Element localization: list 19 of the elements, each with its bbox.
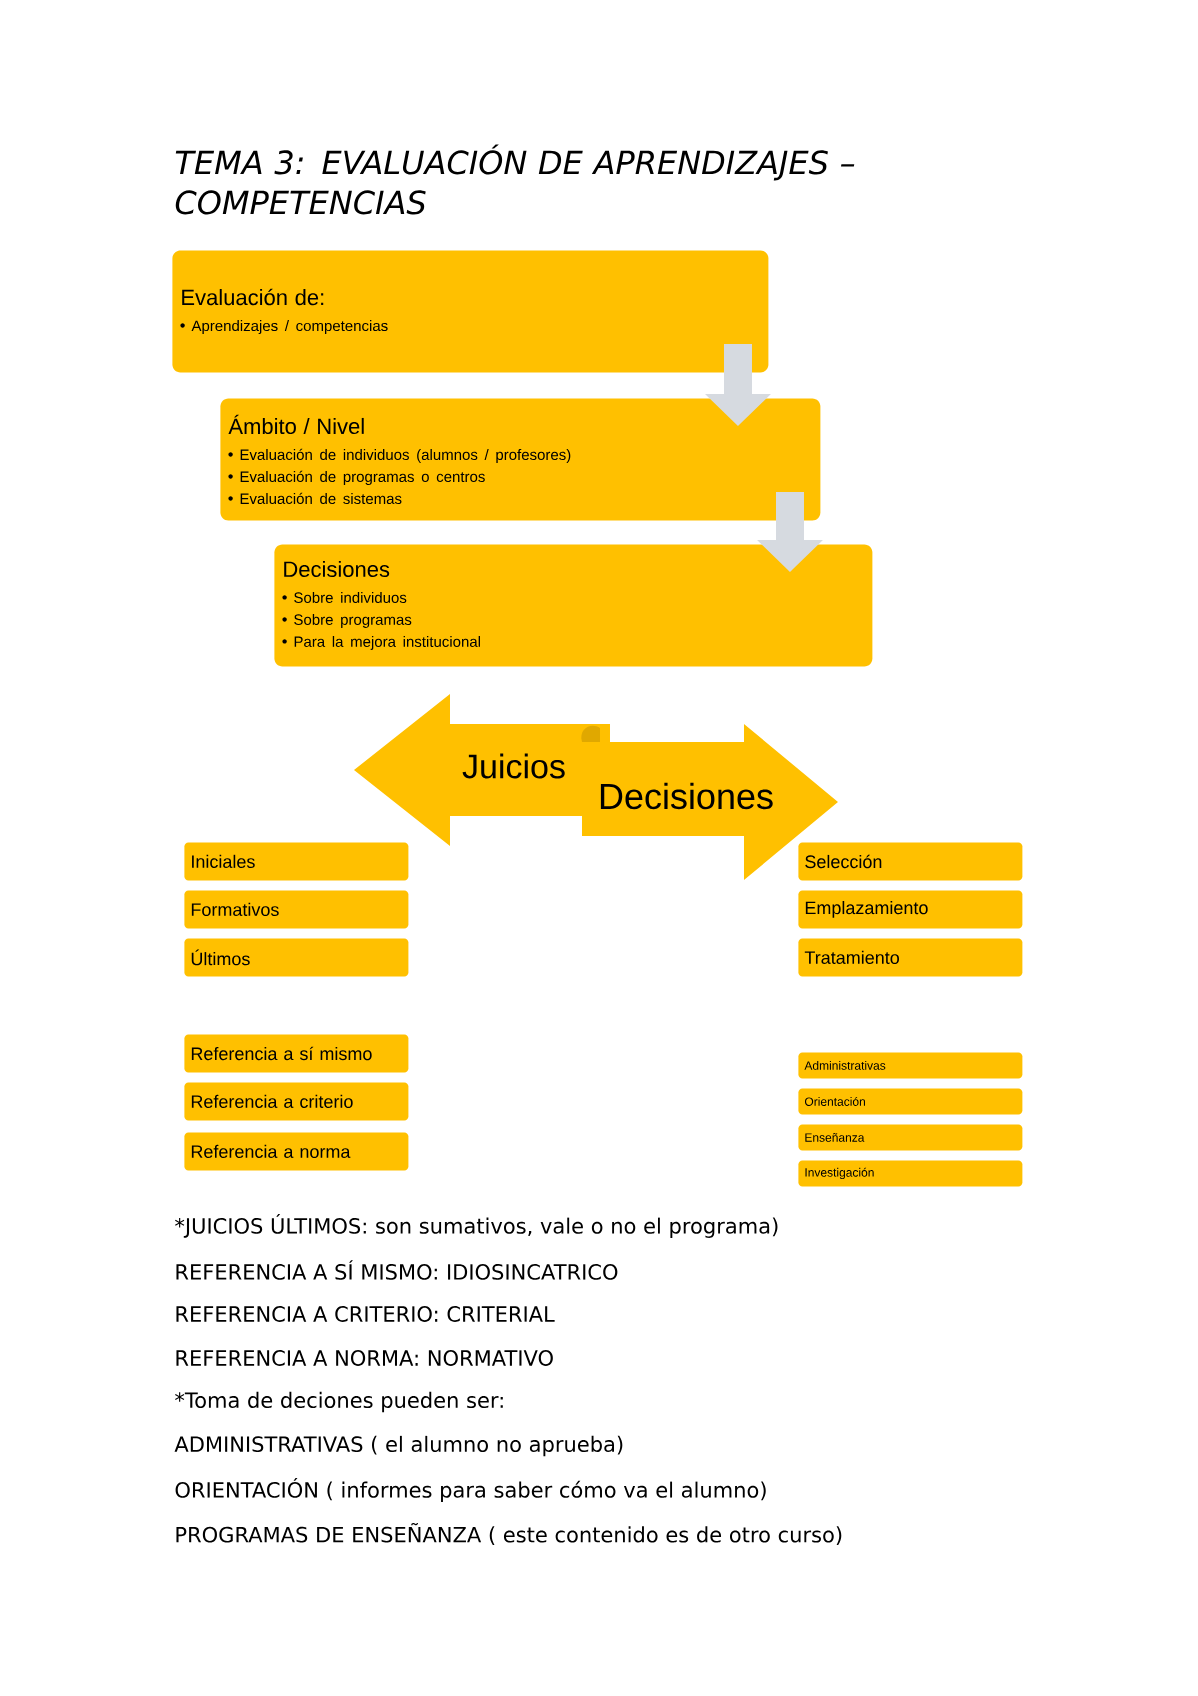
note: ORIENTACIÓN ( informes para saber cómo va el alumno) [175,1478,766,1502]
category-box: Formativos [184,890,409,929]
category-box: Tratamiento [798,938,1023,977]
node-label: Juicios [462,753,565,779]
note: PROGRAMAS DE ENSEÑANZA ( este contenido es de otro curso) [176,1522,842,1546]
category-box: Iniciales [184,842,409,881]
note: *Toma de deciones pueden ser: [175,1391,503,1413]
note: REFERENCIA A SÍ MISMO: IDIOSINCATRICO [176,1260,618,1280]
category-box: Referencia a sí mismo [184,1034,409,1073]
category-box: Selección [798,842,1023,881]
category-box: Últimos [184,938,409,977]
note: *JUICIOS ÚLTIMOS: son sumativos, vale o no el programa) [175,1214,778,1238]
title: TEMA 3: EVALUACIÓN DE APRENDIZAJES – COMPETENCIAS [175,144,855,215]
note: REFERENCIA A NORMA: NORMATIVO [176,1350,553,1366]
note: ADMINISTRATIVAS ( el alumno no aprueba) [174,1435,623,1457]
category-box: Referencia a criterio [184,1082,409,1121]
category-box: Emplazamiento [798,890,1023,929]
note: REFERENCIA A CRITERIO: CRITERIAL [176,1306,555,1322]
category-box: Referencia a norma [184,1132,409,1171]
